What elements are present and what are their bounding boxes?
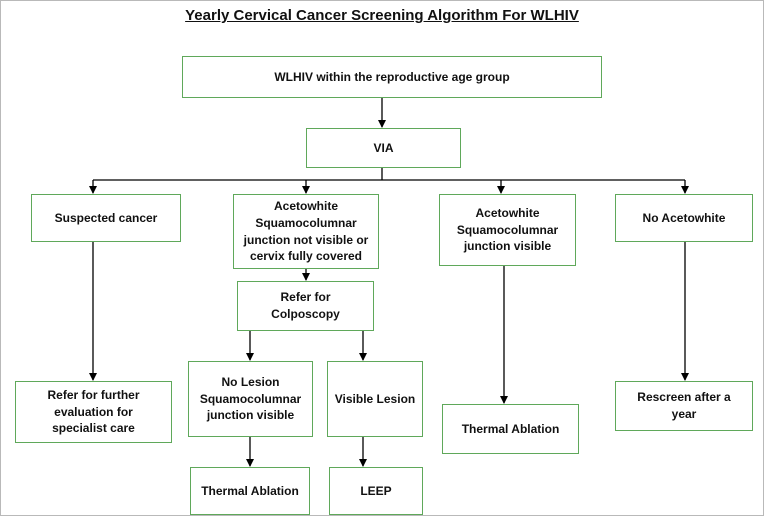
node-suspected-cancer: Suspected cancer (31, 194, 181, 242)
node-acetowhite-scj-visible: Acetowhite Squamocolumnar junction visib… (439, 194, 576, 266)
node-wlhiv: WLHIV within the reproductive age group (182, 56, 602, 98)
node-no-lesion: No Lesion Squamocolumnar junction visibl… (188, 361, 313, 437)
node-refer-specialist: Refer for further evaluation for special… (15, 381, 172, 443)
node-thermal-ablation-right: Thermal Ablation (442, 404, 579, 454)
edge-group (89, 98, 689, 467)
node-visible-lesion: Visible Lesion (327, 361, 423, 437)
node-no-acetowhite: No Acetowhite (615, 194, 753, 242)
node-acetowhite-scj-not-visible: Acetowhite Squamocolumnar junction not v… (233, 194, 379, 269)
node-thermal-ablation-left: Thermal Ablation (190, 467, 310, 515)
node-rescreen: Rescreen after a year (615, 381, 753, 431)
node-refer-colposcopy: Refer for Colposcopy (237, 281, 374, 331)
diagram-title: Yearly Cervical Cancer Screening Algorit… (185, 7, 579, 24)
node-leep: LEEP (329, 467, 423, 515)
node-via: VIA (306, 128, 461, 168)
